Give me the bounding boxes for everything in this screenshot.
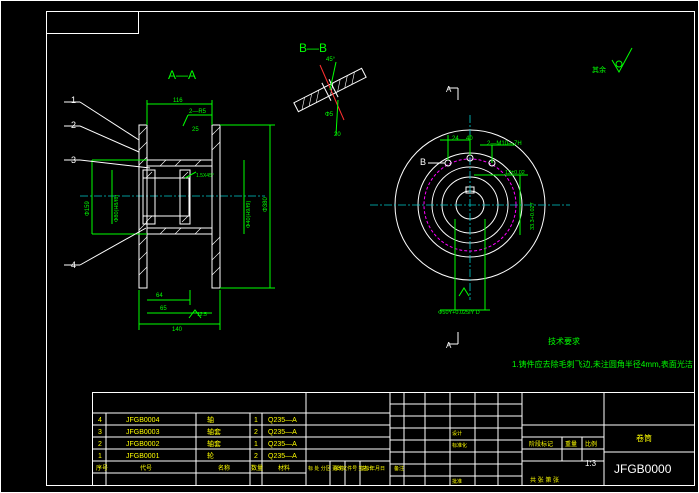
bom-table: 4 JFGB0004 轴 1 Q235—A 3 JFGB0003 轴套 2 Q2… — [96, 415, 404, 472]
rough-12-5: 12.5 — [197, 312, 207, 318]
bom-qty: 1 — [254, 441, 258, 448]
dim-140: 140 — [172, 327, 183, 333]
bom-header: 序号 代号 名称 数量 材料 单件 总计 备注 — [96, 464, 404, 472]
header-no: 序号 — [96, 464, 108, 472]
leader-1 — [79, 101, 140, 141]
roughness-other-label: 其余 — [592, 65, 606, 74]
header-qty: 数量 — [251, 464, 263, 472]
cut-a-top: A — [446, 85, 452, 94]
dim-dia380: Φ380 — [263, 197, 269, 212]
end-view — [370, 87, 570, 345]
sheet-count: 共 张 第 张 — [530, 476, 559, 484]
bom-name: 轴套 — [207, 427, 221, 436]
tech-req-title: 技术要求 — [548, 336, 580, 346]
dim-dia80: Φ80(H8/f8) — [114, 195, 120, 222]
bom-no: 4 — [98, 417, 102, 424]
bom-material: Q235—A — [268, 417, 297, 424]
dim-dia159: Φ159 — [85, 201, 91, 216]
dim-24: 24 — [452, 136, 459, 142]
leader-label-2: 2 — [71, 120, 76, 130]
bom-code: JFGB0001 — [126, 453, 160, 460]
table-row: 1 JFGB0001 轮 2 Q235—A — [98, 451, 297, 460]
dim-20: 20 — [334, 132, 341, 138]
bom-material: Q235—A — [268, 453, 297, 460]
roughness-other-symbol — [611, 47, 633, 74]
bom-material: Q235—A — [268, 441, 297, 448]
mark-columns: 标 处 分区 更改文件号 签名 年月日 — [308, 465, 385, 472]
rev-approve: 批准 — [452, 478, 462, 485]
bom-qty: 1 — [254, 417, 258, 424]
bom-qty: 2 — [254, 429, 258, 436]
drawing-frame — [46, 11, 695, 486]
roughness-symbol — [188, 309, 202, 319]
table-row: 3 JFGB0003 轴套 2 Q235—A — [98, 427, 297, 436]
leader-label-3: 3 — [71, 155, 76, 165]
bom-no: 2 — [98, 441, 102, 448]
header-remark: 备注 — [394, 465, 404, 472]
dim-2r5: 2—R5 — [189, 109, 207, 115]
section-aa-view — [64, 100, 275, 330]
bom-name: 轮 — [207, 451, 214, 460]
dim-40: 40 — [466, 136, 473, 142]
ratio-label: 比例 — [585, 440, 597, 448]
leader-2 — [79, 125, 140, 153]
code-box — [46, 11, 139, 34]
cut-a-bottom: A — [446, 341, 452, 350]
dim-dia50: Φ50Y+0.025IY D — [438, 310, 480, 316]
leader-label-1: 1 — [71, 95, 76, 105]
leader-label-4: 4 — [71, 260, 76, 270]
scale-value: 1:3 — [585, 459, 597, 468]
rev-check: 标准化 — [452, 442, 467, 449]
bom-name: 轴 — [207, 415, 214, 424]
dim-25: 25 — [192, 127, 199, 133]
dim-key-height: 33.3+0.027 — [530, 202, 536, 230]
bom-no: 1 — [98, 453, 102, 460]
bom-name: 轴套 — [207, 439, 221, 448]
hatching — [138, 126, 221, 276]
tech-req-line1: 1.铸件应去除毛刺飞边,未注圆角半径4mm,表面光洁 — [512, 359, 693, 369]
dim-2m10: 2—M10—7H — [487, 141, 522, 147]
title-block — [92, 392, 695, 486]
drawing-title: 卷筒 — [636, 433, 652, 443]
dim-116: 116 — [173, 98, 183, 104]
rev-design: 设计 — [452, 430, 462, 437]
bom-code: JFGB0003 — [126, 429, 160, 436]
table-row: 4 JFGB0004 轴 1 Q235—A — [98, 415, 297, 424]
bom-no: 3 — [98, 429, 102, 436]
header-material: 材料 — [278, 464, 290, 472]
hub — [142, 177, 190, 217]
header-total: 总计 — [362, 465, 372, 472]
leader-4 — [79, 227, 147, 266]
dim-64: 64 — [156, 293, 163, 299]
dim-phi5: Φ5 — [325, 112, 334, 118]
drawing-code: JFGB0000 — [614, 462, 672, 476]
bom-code: JFGB0004 — [126, 417, 160, 424]
stage-label: 阶段标记 — [529, 440, 553, 448]
dim-45deg: 45° — [326, 57, 336, 63]
dim-65: 65 — [160, 306, 167, 312]
dim-dia40: Φ40(H9/f9) — [246, 201, 252, 228]
leader-3 — [79, 159, 151, 169]
section-bb-label: B—B — [299, 41, 327, 55]
bom-code: JFGB0002 — [126, 441, 160, 448]
weight-label: 重量 — [565, 440, 577, 448]
right-flange — [211, 124, 221, 289]
left-flange — [138, 124, 148, 289]
header-name: 名称 — [218, 464, 230, 472]
header-unit: 单件 — [334, 465, 344, 472]
dim-key-width: 12±0.02 — [505, 170, 525, 176]
table-row: 2 JFGB0002 轴套 1 Q235—A — [98, 439, 297, 448]
section-aa-label: A—A — [168, 68, 196, 82]
bom-qty: 2 — [254, 453, 258, 460]
header-code: 代号 — [140, 464, 152, 472]
section-bb-view — [293, 61, 367, 136]
bom-material: Q235—A — [268, 429, 297, 436]
dim-chamfer: 1.5X45° — [196, 173, 214, 179]
cut-b-label: B — [420, 157, 426, 167]
